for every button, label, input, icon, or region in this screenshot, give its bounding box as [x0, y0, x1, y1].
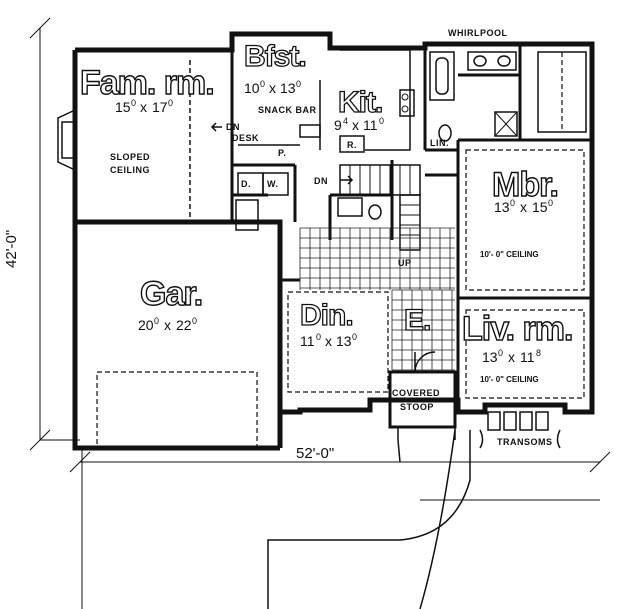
label-snack-bar: SNACK BAR [258, 105, 317, 115]
mbr-dim-d: 15 [532, 199, 548, 215]
label-d: D. [241, 179, 251, 189]
label-lin: LIN. [430, 138, 449, 148]
liv-rm-ceiling: 10'- 0" CEILING [480, 375, 539, 384]
mbr-dim-w: 13 [494, 199, 510, 215]
gar-dim-d: 22 [176, 317, 192, 333]
bfst-name: Bfst. [244, 40, 306, 73]
label-w: W. [267, 179, 279, 189]
liv-rm-name: Liv. rm. [462, 310, 572, 348]
arrows [210, 122, 354, 185]
covered-stoop [388, 351, 457, 463]
gar-dim-w: 20 [138, 317, 154, 333]
svg-text:x: x [352, 117, 359, 133]
driveway [81, 429, 600, 609]
gar-name: Gar. [140, 275, 202, 313]
label-covered-2: STOOP [400, 402, 434, 412]
gar-dim-w-sup: 0 [154, 316, 159, 326]
liv-rm-dim-d-sup: 8 [536, 348, 541, 358]
label-r: R. [347, 140, 357, 150]
kit-dim-w: 9 [334, 117, 342, 133]
din-dim-w-sup: 0 [316, 332, 321, 342]
master-bath-fixtures [429, 51, 587, 142]
room-labels: Fam. rm. 15 0 x 17 0 Bfst. 10 0 x 13 0 K… [79, 39, 574, 384]
label-sloped-1: SLOPED [110, 152, 150, 162]
label-dn-fam: DN [226, 122, 240, 132]
mbr-name: Mbr. [492, 166, 558, 204]
svg-text:x: x [325, 333, 332, 349]
overall-width: 52'-0" [296, 445, 334, 462]
kit-dim-d-sup: 0 [379, 116, 384, 126]
mbr-dim-w-sup: 0 [510, 198, 515, 208]
svg-text:x: x [508, 349, 515, 365]
kitchen-fixtures [235, 49, 415, 231]
fam-rm-dim-w-sup: 0 [131, 98, 136, 108]
svg-text:x: x [140, 99, 147, 115]
bfst-dim-w-sup: 0 [260, 79, 265, 89]
mbr-dim-d-sup: 0 [548, 198, 553, 208]
label-desk: DESK [232, 133, 259, 143]
fam-rm-name: Fam. rm. [80, 64, 214, 102]
svg-text:x: x [269, 80, 276, 96]
liv-rm-dim-w-sup: 0 [498, 348, 503, 358]
liv-rm-dim-w: 13 [482, 349, 498, 365]
label-covered-1: COVERED [392, 388, 440, 398]
label-dn-stair: DN [314, 176, 328, 186]
label-whirlpool: WHIRLPOOL [448, 28, 508, 38]
svg-text:x: x [164, 317, 171, 333]
fireplace [57, 109, 76, 171]
label-up: UP [398, 258, 412, 268]
dimension-lines [29, 17, 611, 473]
kit-name: Kit. [338, 86, 382, 119]
din-dim-d: 13 [336, 333, 352, 349]
din-dim-d-sup: 0 [352, 332, 357, 342]
annotation-labels: WHIRLPOOL SNACK BAR DN DESK P. R. LIN. S… [110, 28, 553, 447]
transoms [479, 411, 561, 449]
bfst-dim-d: 13 [280, 80, 296, 96]
fam-rm-dim-d: 17 [152, 99, 168, 115]
room-outlines [96, 149, 585, 449]
bfst-dim-d-sup: 0 [296, 79, 301, 89]
din-name: Din. [300, 299, 353, 332]
bfst-dim-w: 10 [244, 80, 260, 96]
kit-dim-w-sup: 4 [343, 116, 348, 126]
liv-rm-dim-d: 11 [520, 349, 535, 365]
gar-dim-d-sup: 0 [192, 316, 197, 326]
kit-dim-d: 11 [363, 117, 378, 133]
entry-name: E. [404, 304, 430, 337]
din-dim-w: 11 [300, 333, 315, 349]
label-p: P. [278, 148, 286, 158]
label-sloped-2: CEILING [110, 165, 150, 175]
overall-depth: 42'-0" [3, 230, 20, 268]
mbr-ceiling: 10'- 0" CEILING [480, 250, 539, 259]
label-transoms: TRANSOMS [497, 437, 553, 447]
foyer-tile [299, 227, 455, 371]
svg-text:x: x [520, 199, 527, 215]
fam-rm-dim-w: 15 [115, 99, 131, 115]
fam-rm-dim-d-sup: 0 [168, 98, 173, 108]
